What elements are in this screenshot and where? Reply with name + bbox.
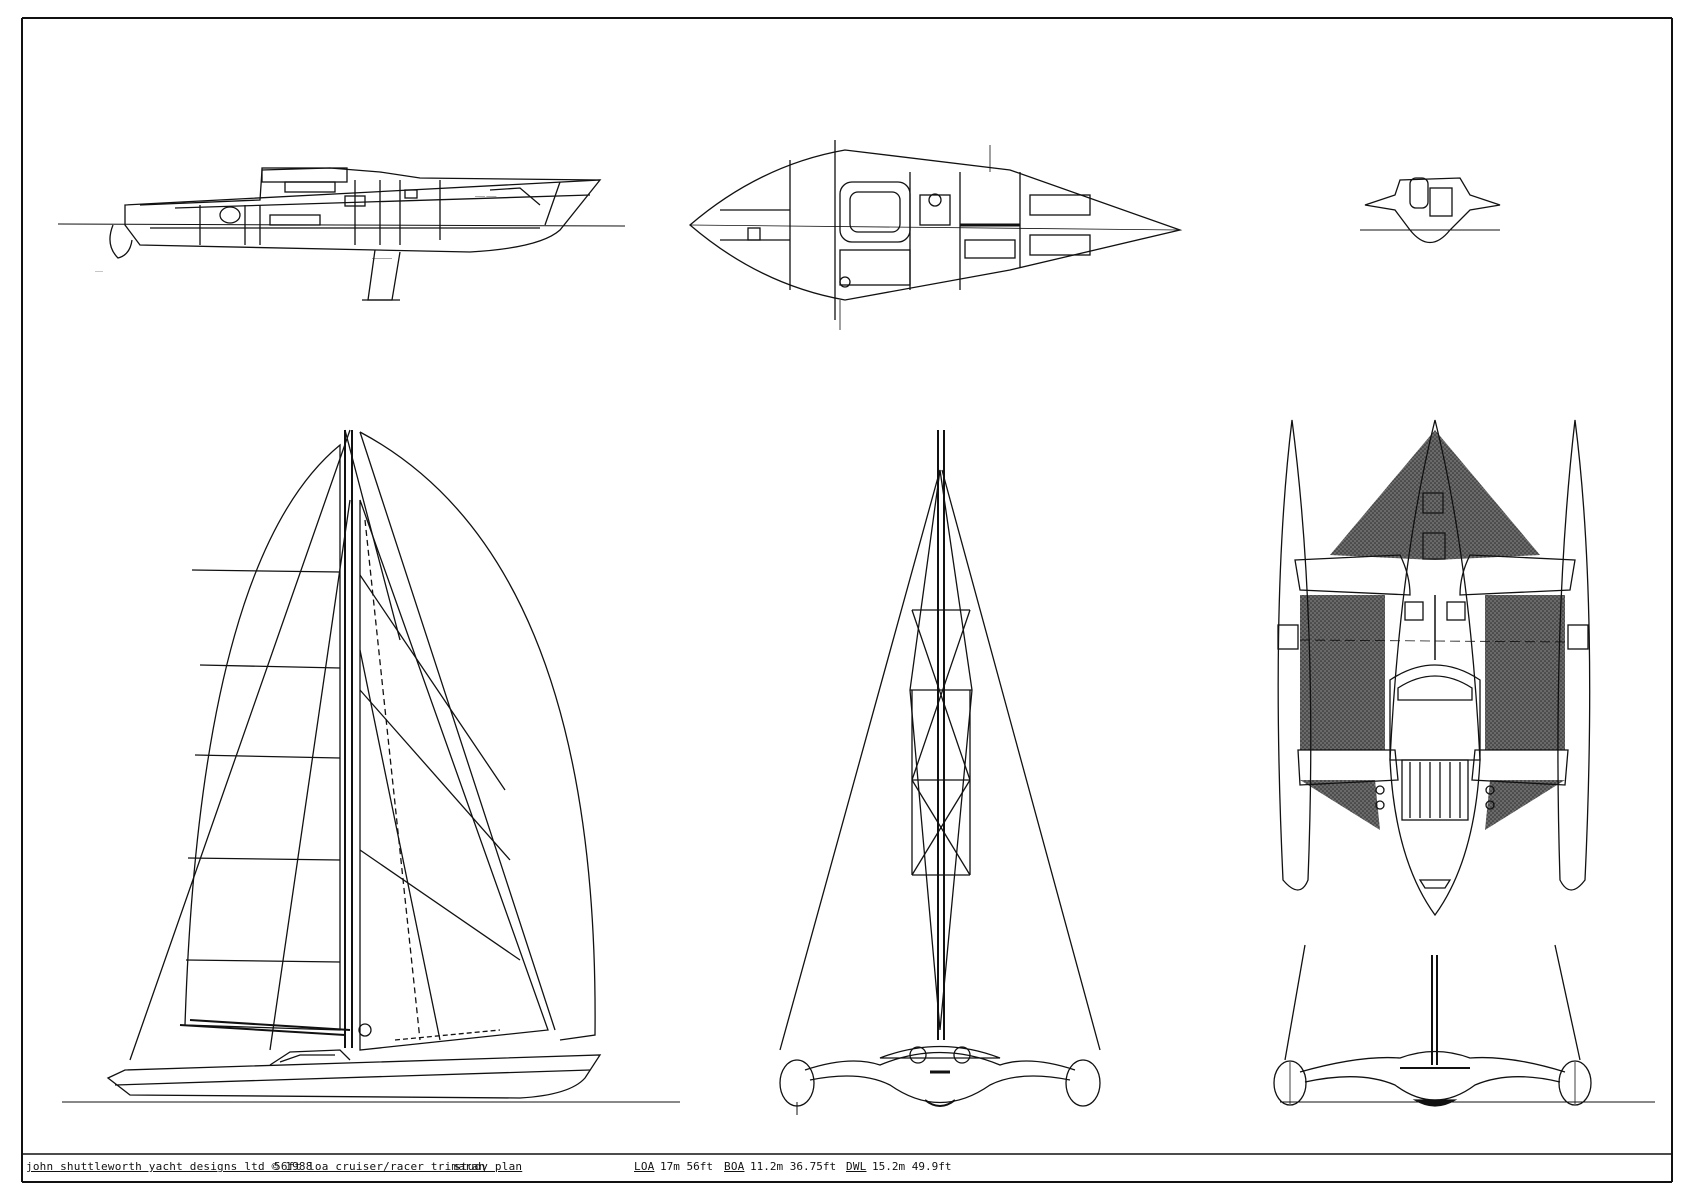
midship-section-view: [1360, 177, 1501, 244]
designer-credit: john shuttleworth yacht designs ltd © 19…: [26, 1160, 313, 1173]
loa-label: LOA: [634, 1160, 655, 1173]
loa-value: 17m 56ft: [660, 1160, 713, 1173]
front-elevation-view: [779, 430, 1101, 1115]
svg-text:————: ————: [372, 256, 392, 262]
accommodation-plan-view: [689, 140, 1183, 330]
sheet-border: [21, 17, 1673, 1183]
stern-elevation-view: [1273, 944, 1655, 1107]
interior-profile-view: —— —— ———— ——: [57, 167, 626, 301]
svg-text:——: ——: [95, 268, 103, 273]
boa-label: BOA: [724, 1160, 745, 1173]
svg-text:—— ——: —— ——: [475, 194, 496, 200]
dwl-value: 15.2m 49.9ft: [872, 1160, 952, 1173]
deck-plan-view: [1277, 419, 1591, 917]
design-description: 56ft loa cruiser/racer trimaran: [274, 1160, 486, 1173]
boa-value: 11.2m 36.75ft: [750, 1160, 837, 1173]
dwl-label: DWL: [846, 1160, 867, 1173]
sail-plan-profile-view: [62, 429, 680, 1103]
title-block: john shuttleworth yacht designs ltd © 19…: [22, 1154, 1672, 1182]
plan-type: study plan: [454, 1160, 523, 1173]
